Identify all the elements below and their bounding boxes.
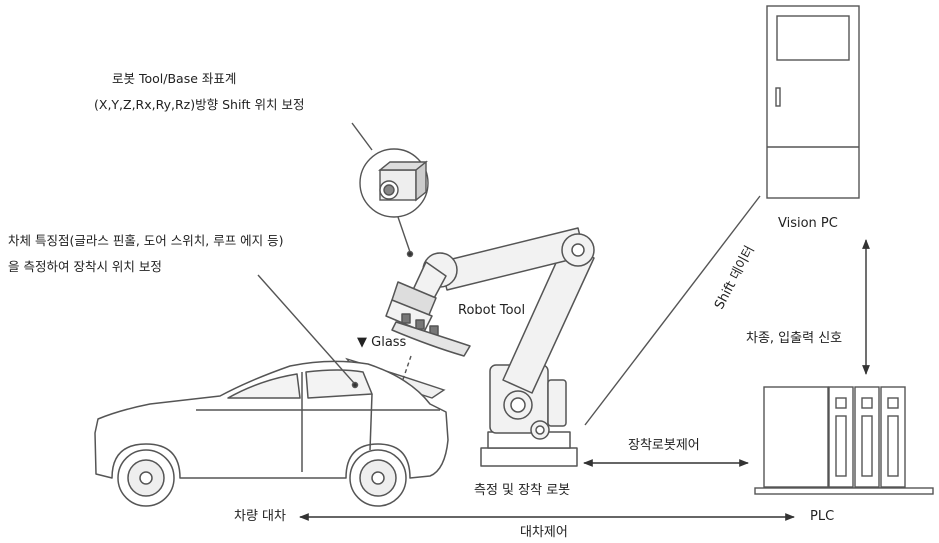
- robot-arm: [385, 227, 595, 467]
- shift-data-line: [584, 195, 761, 426]
- feature-point-line2: 을 측정하여 장착시 위치 보정: [8, 259, 162, 274]
- glass-label: ▼ Glass: [357, 335, 407, 350]
- vehicle-carriage-label: 차량 대차: [234, 509, 286, 524]
- vehicle-io-signal-label: 차종, 입출력 신호: [746, 331, 843, 346]
- tool-base-detail: (X,Y,Z,Rx,Ry,Rz)방향 Shift 위치 보정: [94, 97, 305, 112]
- camera-bubble: [351, 122, 429, 258]
- mount-robot-control-label: 장착로봇제어: [628, 438, 700, 453]
- plc-unit: [754, 386, 934, 495]
- vehicle: [94, 360, 449, 507]
- carriage-control-label: 대차제어: [520, 525, 568, 540]
- vision-pc-cabinet: [766, 5, 860, 199]
- plc-label: PLC: [810, 509, 835, 524]
- feature-leader-line: [257, 274, 355, 384]
- feature-point-line1: 차체 특징점(글라스 핀홀, 도어 스위치, 루프 에지 등): [8, 233, 284, 248]
- tool-base-title: 로봇 Tool/Base 좌표계: [112, 71, 237, 86]
- robot-tool-label: Robot Tool: [458, 303, 526, 318]
- vision-pc-label: Vision PC: [778, 216, 838, 231]
- robot-label: 측정 및 장착 로봇: [474, 483, 571, 498]
